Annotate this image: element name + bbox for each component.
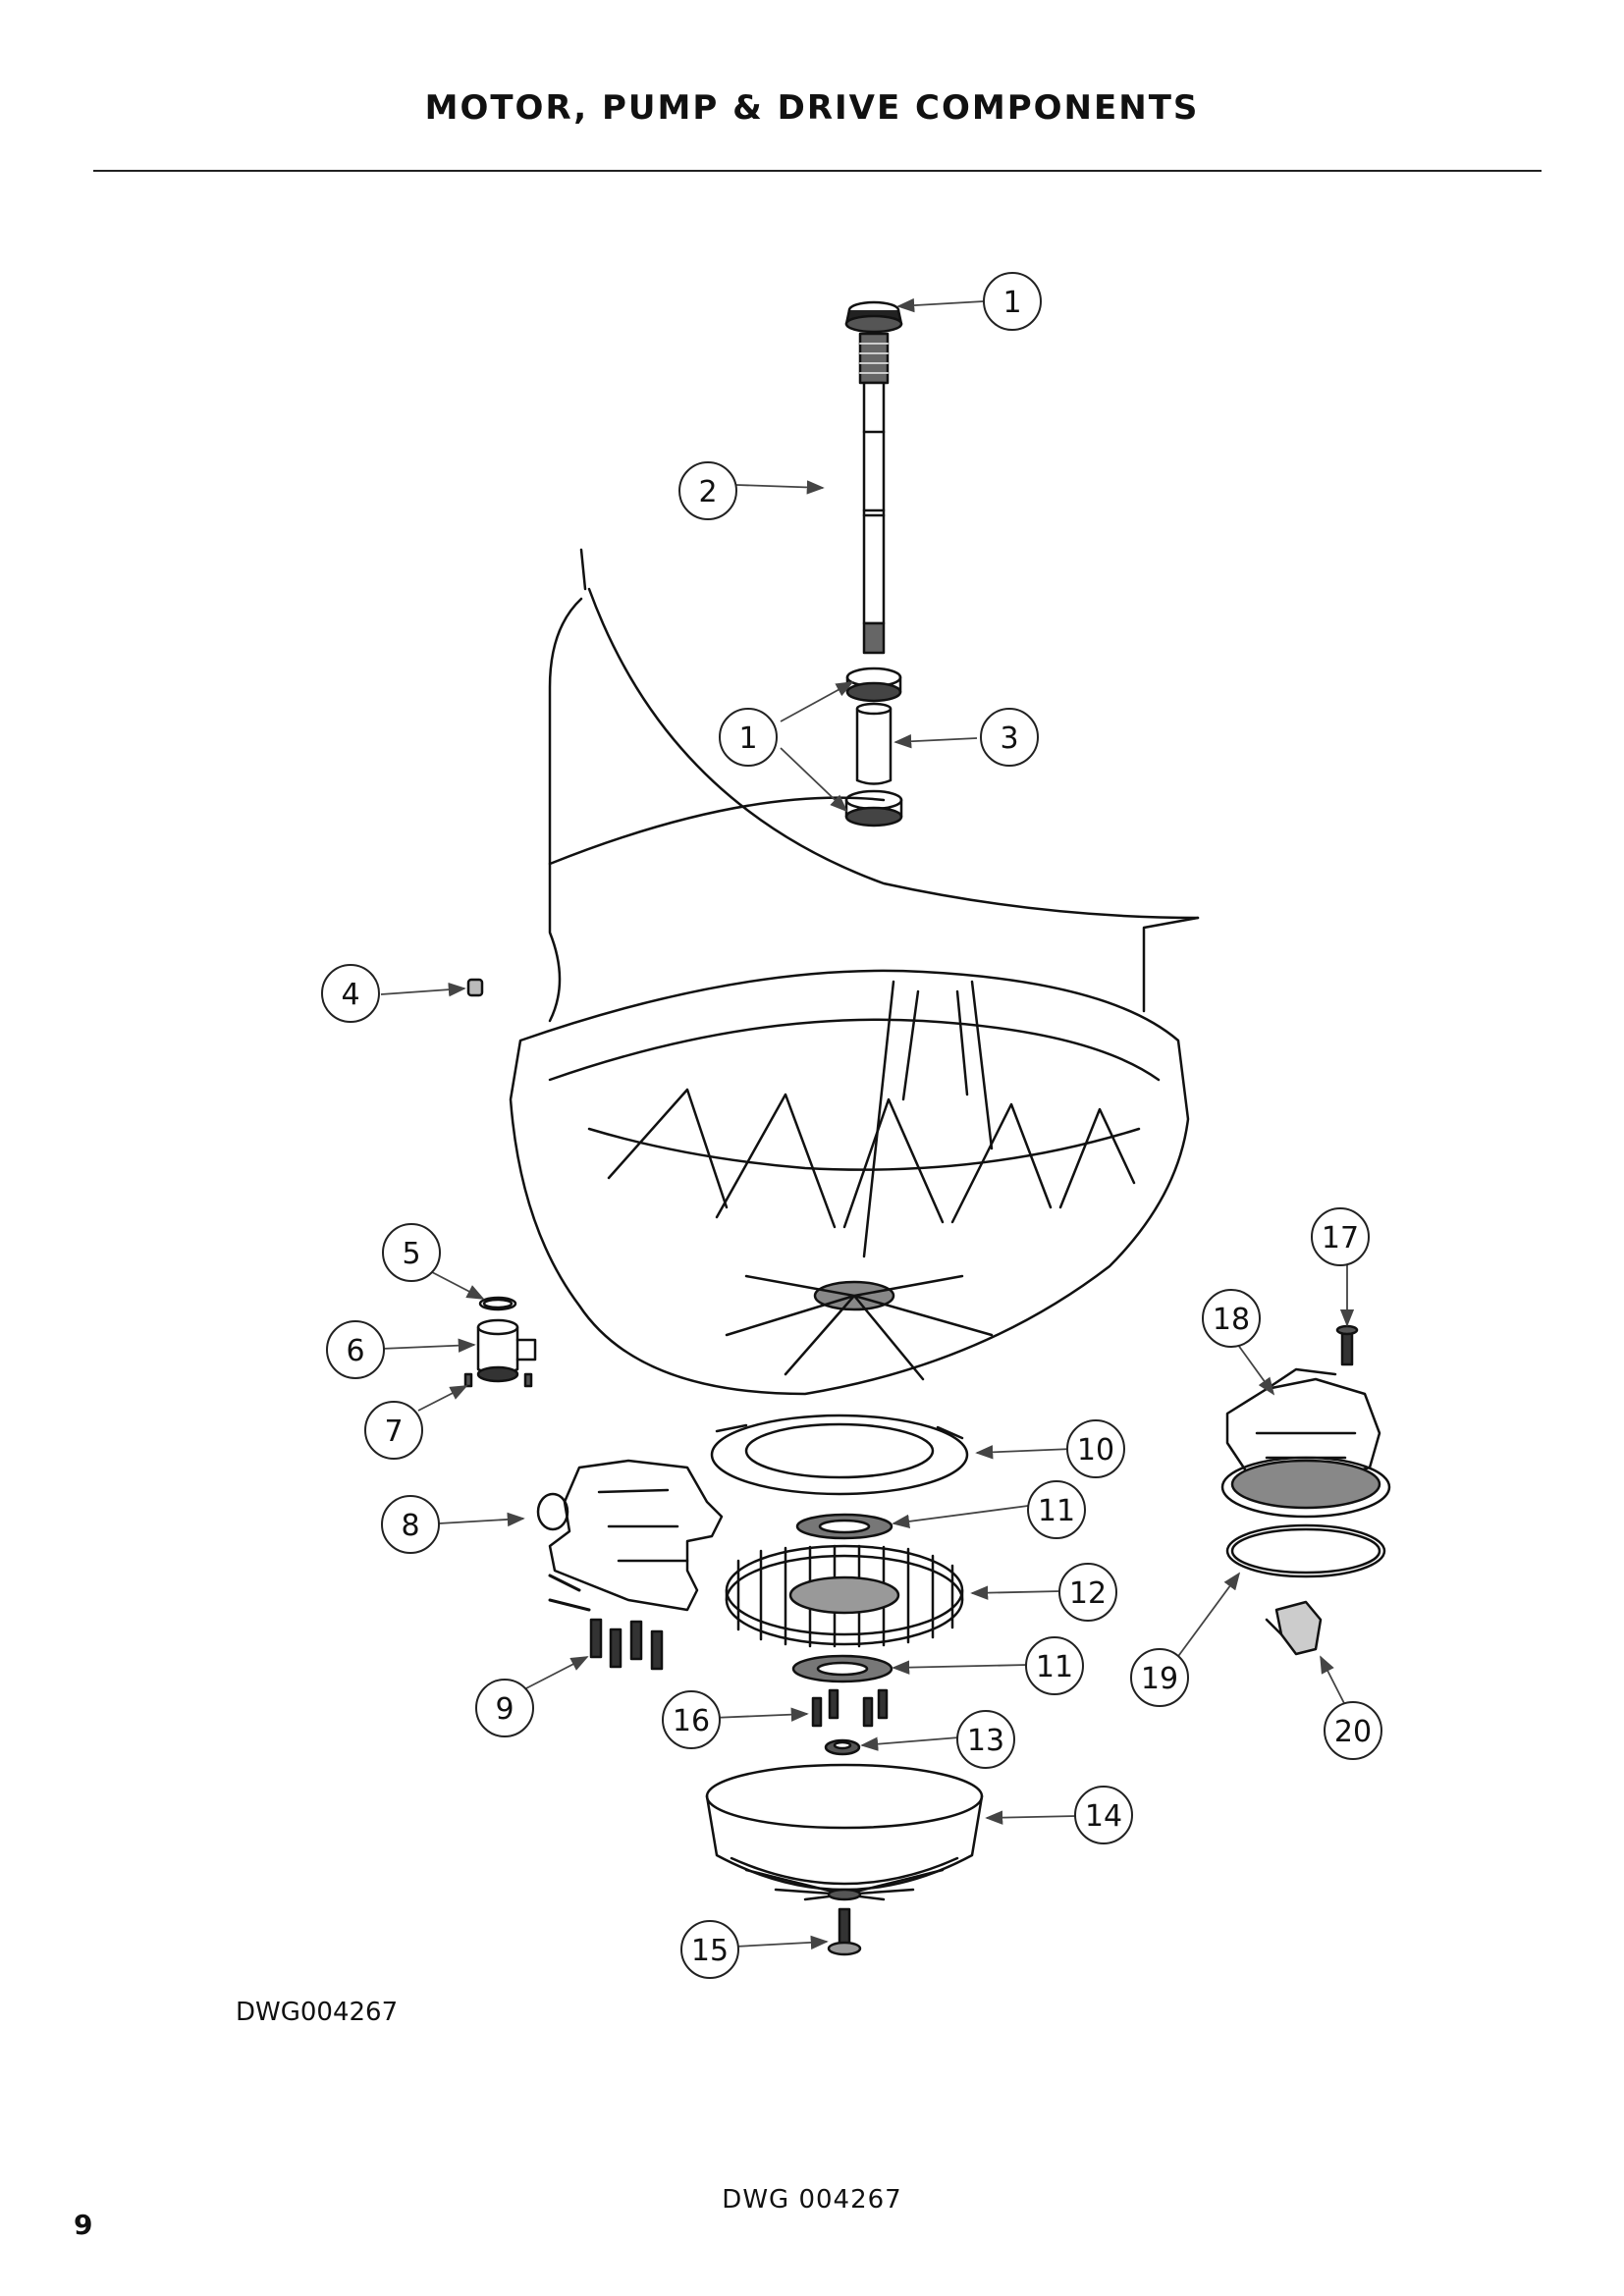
svg-text:19: 19 (1141, 1662, 1178, 1696)
svg-text:14: 14 (1085, 1799, 1122, 1834)
part-stator (725, 1544, 964, 1648)
callout-18: 18 (1202, 1289, 1261, 1348)
svg-text:20: 20 (1334, 1715, 1372, 1749)
part-rotor (705, 1763, 984, 1901)
callout-14: 14 (1074, 1786, 1133, 1844)
page-number: 9 (74, 2209, 93, 2241)
part-pump (536, 1459, 724, 1612)
callout-4: 4 (321, 964, 380, 1023)
part-shield-ring (710, 1414, 969, 1496)
svg-text:3: 3 (1000, 721, 1018, 756)
part-bracket (1265, 1600, 1323, 1656)
part-bearing-lower (844, 789, 903, 828)
svg-text:8: 8 (401, 1509, 419, 1543)
part-gasket (1225, 1523, 1386, 1578)
callout-13: 13 (956, 1710, 1015, 1769)
svg-text:15: 15 (691, 1934, 729, 1968)
callout-17: 17 (1311, 1207, 1370, 1266)
callout-11-lower: 11 (1025, 1636, 1084, 1695)
part-tub-base (509, 969, 1190, 1396)
svg-text:10: 10 (1077, 1433, 1114, 1468)
callout-12: 12 (1058, 1563, 1117, 1622)
svg-text:6: 6 (346, 1334, 364, 1368)
svg-text:11: 11 (1038, 1494, 1075, 1528)
drawing-code: DWG004267 (236, 1998, 399, 2027)
part-cap-seal (844, 300, 903, 334)
part-stator-bolts (811, 1688, 889, 1728)
part-coupler (476, 1318, 537, 1383)
callout-2: 2 (678, 461, 737, 520)
svg-text:7: 7 (384, 1415, 403, 1449)
callout-7: 7 (364, 1401, 423, 1460)
part-rotor-nut (824, 1738, 861, 1756)
svg-text:4: 4 (341, 978, 359, 1012)
part-rotor-bolt (827, 1907, 862, 1956)
part-bolts (589, 1618, 664, 1671)
svg-text:18: 18 (1213, 1303, 1250, 1337)
svg-text:5: 5 (402, 1237, 420, 1271)
part-thrust-plate-lower (791, 1654, 893, 1683)
svg-text:11: 11 (1036, 1650, 1073, 1684)
leader-lines (380, 297, 1355, 1950)
page-title: MOTOR, PUMP & DRIVE COMPONENTS (424, 88, 1200, 128)
svg-text:9: 9 (495, 1692, 514, 1727)
svg-text:13: 13 (967, 1724, 1004, 1758)
part-actuator (1220, 1367, 1391, 1519)
part-sleeve (855, 702, 893, 785)
svg-text:12: 12 (1069, 1576, 1107, 1611)
callout-19: 19 (1130, 1648, 1189, 1707)
callout-15: 15 (680, 1920, 739, 1979)
callout-6: 6 (326, 1320, 385, 1379)
title-rule (93, 170, 1542, 172)
svg-text:16: 16 (673, 1704, 710, 1738)
svg-text:1: 1 (738, 721, 757, 756)
part-thrust-plate-upper (795, 1513, 893, 1540)
callout-20: 20 (1324, 1701, 1382, 1760)
svg-text:17: 17 (1322, 1221, 1359, 1255)
svg-text:2: 2 (698, 475, 717, 509)
part-drive-shaft (858, 332, 890, 655)
callout-5: 5 (382, 1223, 441, 1282)
part-clip (466, 978, 484, 997)
callout-1-lower: 1 (719, 708, 778, 767)
footer-drawing-code: DWG 004267 (722, 2185, 902, 2215)
part-screws-small (463, 1372, 533, 1388)
part-screw (1335, 1324, 1359, 1366)
callout-16: 16 (662, 1690, 721, 1749)
callout-9: 9 (475, 1679, 534, 1737)
part-o-ring (478, 1296, 517, 1311)
callout-10: 10 (1066, 1419, 1125, 1478)
callout-11-upper: 11 (1027, 1480, 1086, 1539)
callout-3: 3 (980, 708, 1039, 767)
callout-1-top: 1 (983, 272, 1042, 331)
svg-text:1: 1 (1002, 286, 1021, 320)
callout-8: 8 (381, 1495, 440, 1554)
